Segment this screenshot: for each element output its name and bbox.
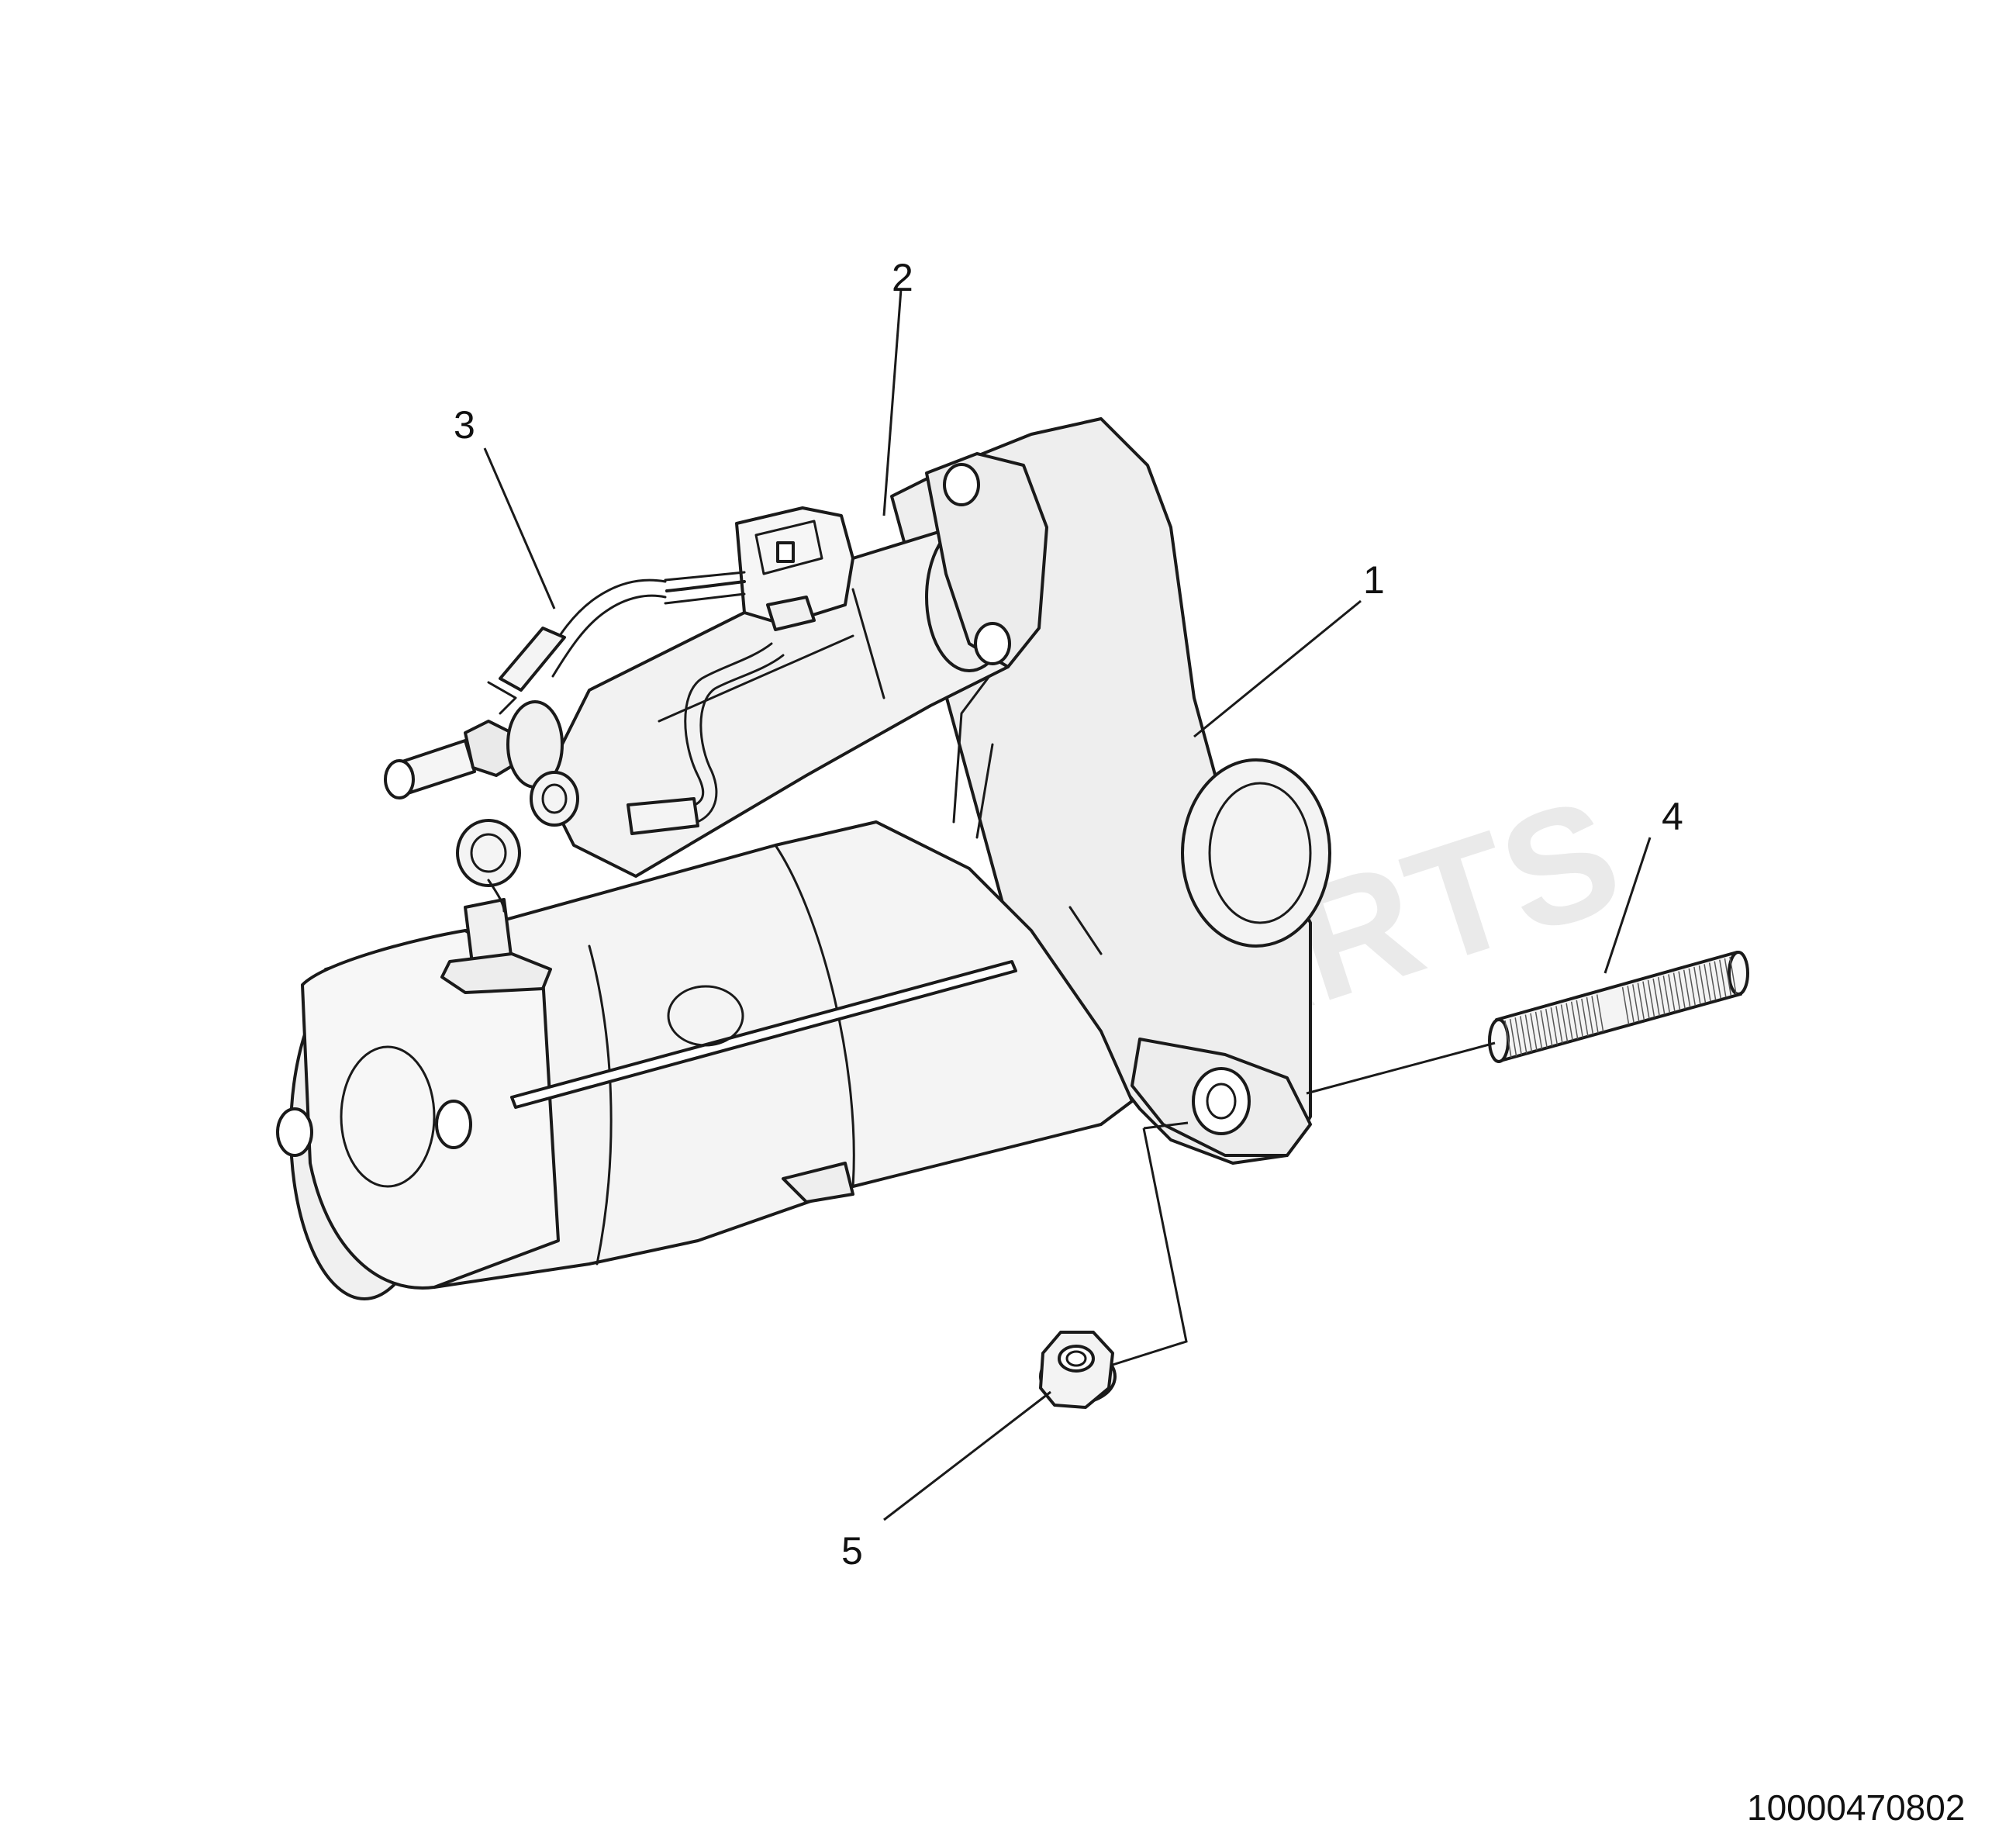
callout-4: 4 [1662,795,1683,838]
callout-3: 3 [454,403,475,447]
solenoid [384,452,1048,887]
stud-threads [1504,956,1737,1058]
stud-thread-line [1652,978,1660,1017]
stud-thread-line [1657,976,1666,1015]
stud-thread-line [1688,968,1697,1007]
stud-thread-line [1504,1020,1512,1058]
stud-axis-line [1306,1041,1496,1095]
stud-thread-line [1708,962,1717,1000]
flange-nut [1039,1331,1117,1409]
stud-thread-line [1586,997,1594,1035]
stud-thread-line [1566,1003,1573,1041]
stud-thread-line [1704,964,1711,1002]
starter-motor [276,417,1331,1300]
stud-thread-line [1540,1010,1548,1048]
nut-bracket-line [1112,1127,1188,1366]
stud-thread-line [1596,994,1604,1032]
leader-1 [1193,599,1362,738]
stud-thread-line [1627,986,1635,1024]
stud-thread-line [1668,974,1676,1012]
stud-thread-line [1632,984,1640,1022]
leader-4 [1603,837,1652,974]
figure-id: 10000470802 [1747,1787,1965,1828]
stud-thread-line [1570,1001,1579,1039]
stud-thread-line [1647,979,1655,1017]
stud-thread-line [1576,1000,1584,1038]
stud-thread-line [1530,1013,1538,1051]
stud-thread-line [1642,981,1650,1019]
stud-thread-line [1673,972,1681,1010]
stud-thread-line [1555,1006,1563,1044]
stud-thread-line [1683,969,1691,1007]
stud-thread-line [1678,971,1686,1009]
leader-3 [483,447,556,609]
cable-harness [440,571,785,994]
stud-thread-line [1534,1011,1543,1049]
callout-1: 1 [1363,558,1385,602]
stud-thread-line [1591,996,1599,1034]
callout-labels: 1 2 3 4 5 [454,256,1683,1573]
nut-axis-line [1143,1121,1189,1130]
stud-thread-line [1714,961,1721,999]
stud-thread-line [1719,959,1727,997]
stud-thread-line [1637,982,1645,1020]
stud-thread-line [1514,1017,1522,1055]
leader-2 [882,288,903,516]
stud-thread-line [1509,1019,1517,1057]
stud-thread-line [1520,1016,1528,1054]
leader-5 [883,1390,1051,1521]
stud-thread-line [1560,1004,1569,1042]
stud [1488,951,1749,1063]
stud-thread-line [1581,998,1589,1037]
stud-thread-line [1729,956,1737,995]
stud-thread-line [1724,958,1732,996]
leader-lines [483,288,1652,1521]
stud-thread-line [1662,976,1671,1014]
stud-thread-line [1550,1007,1559,1045]
callout-5: 5 [841,1529,863,1573]
stud-thread-line [1545,1008,1553,1047]
stud-thread-line [1693,966,1701,1005]
stud-thread-line [1621,987,1630,1025]
stud-thread-line [1524,1014,1533,1052]
stud-thread-line [1698,965,1707,1003]
callout-2: 2 [892,256,913,299]
